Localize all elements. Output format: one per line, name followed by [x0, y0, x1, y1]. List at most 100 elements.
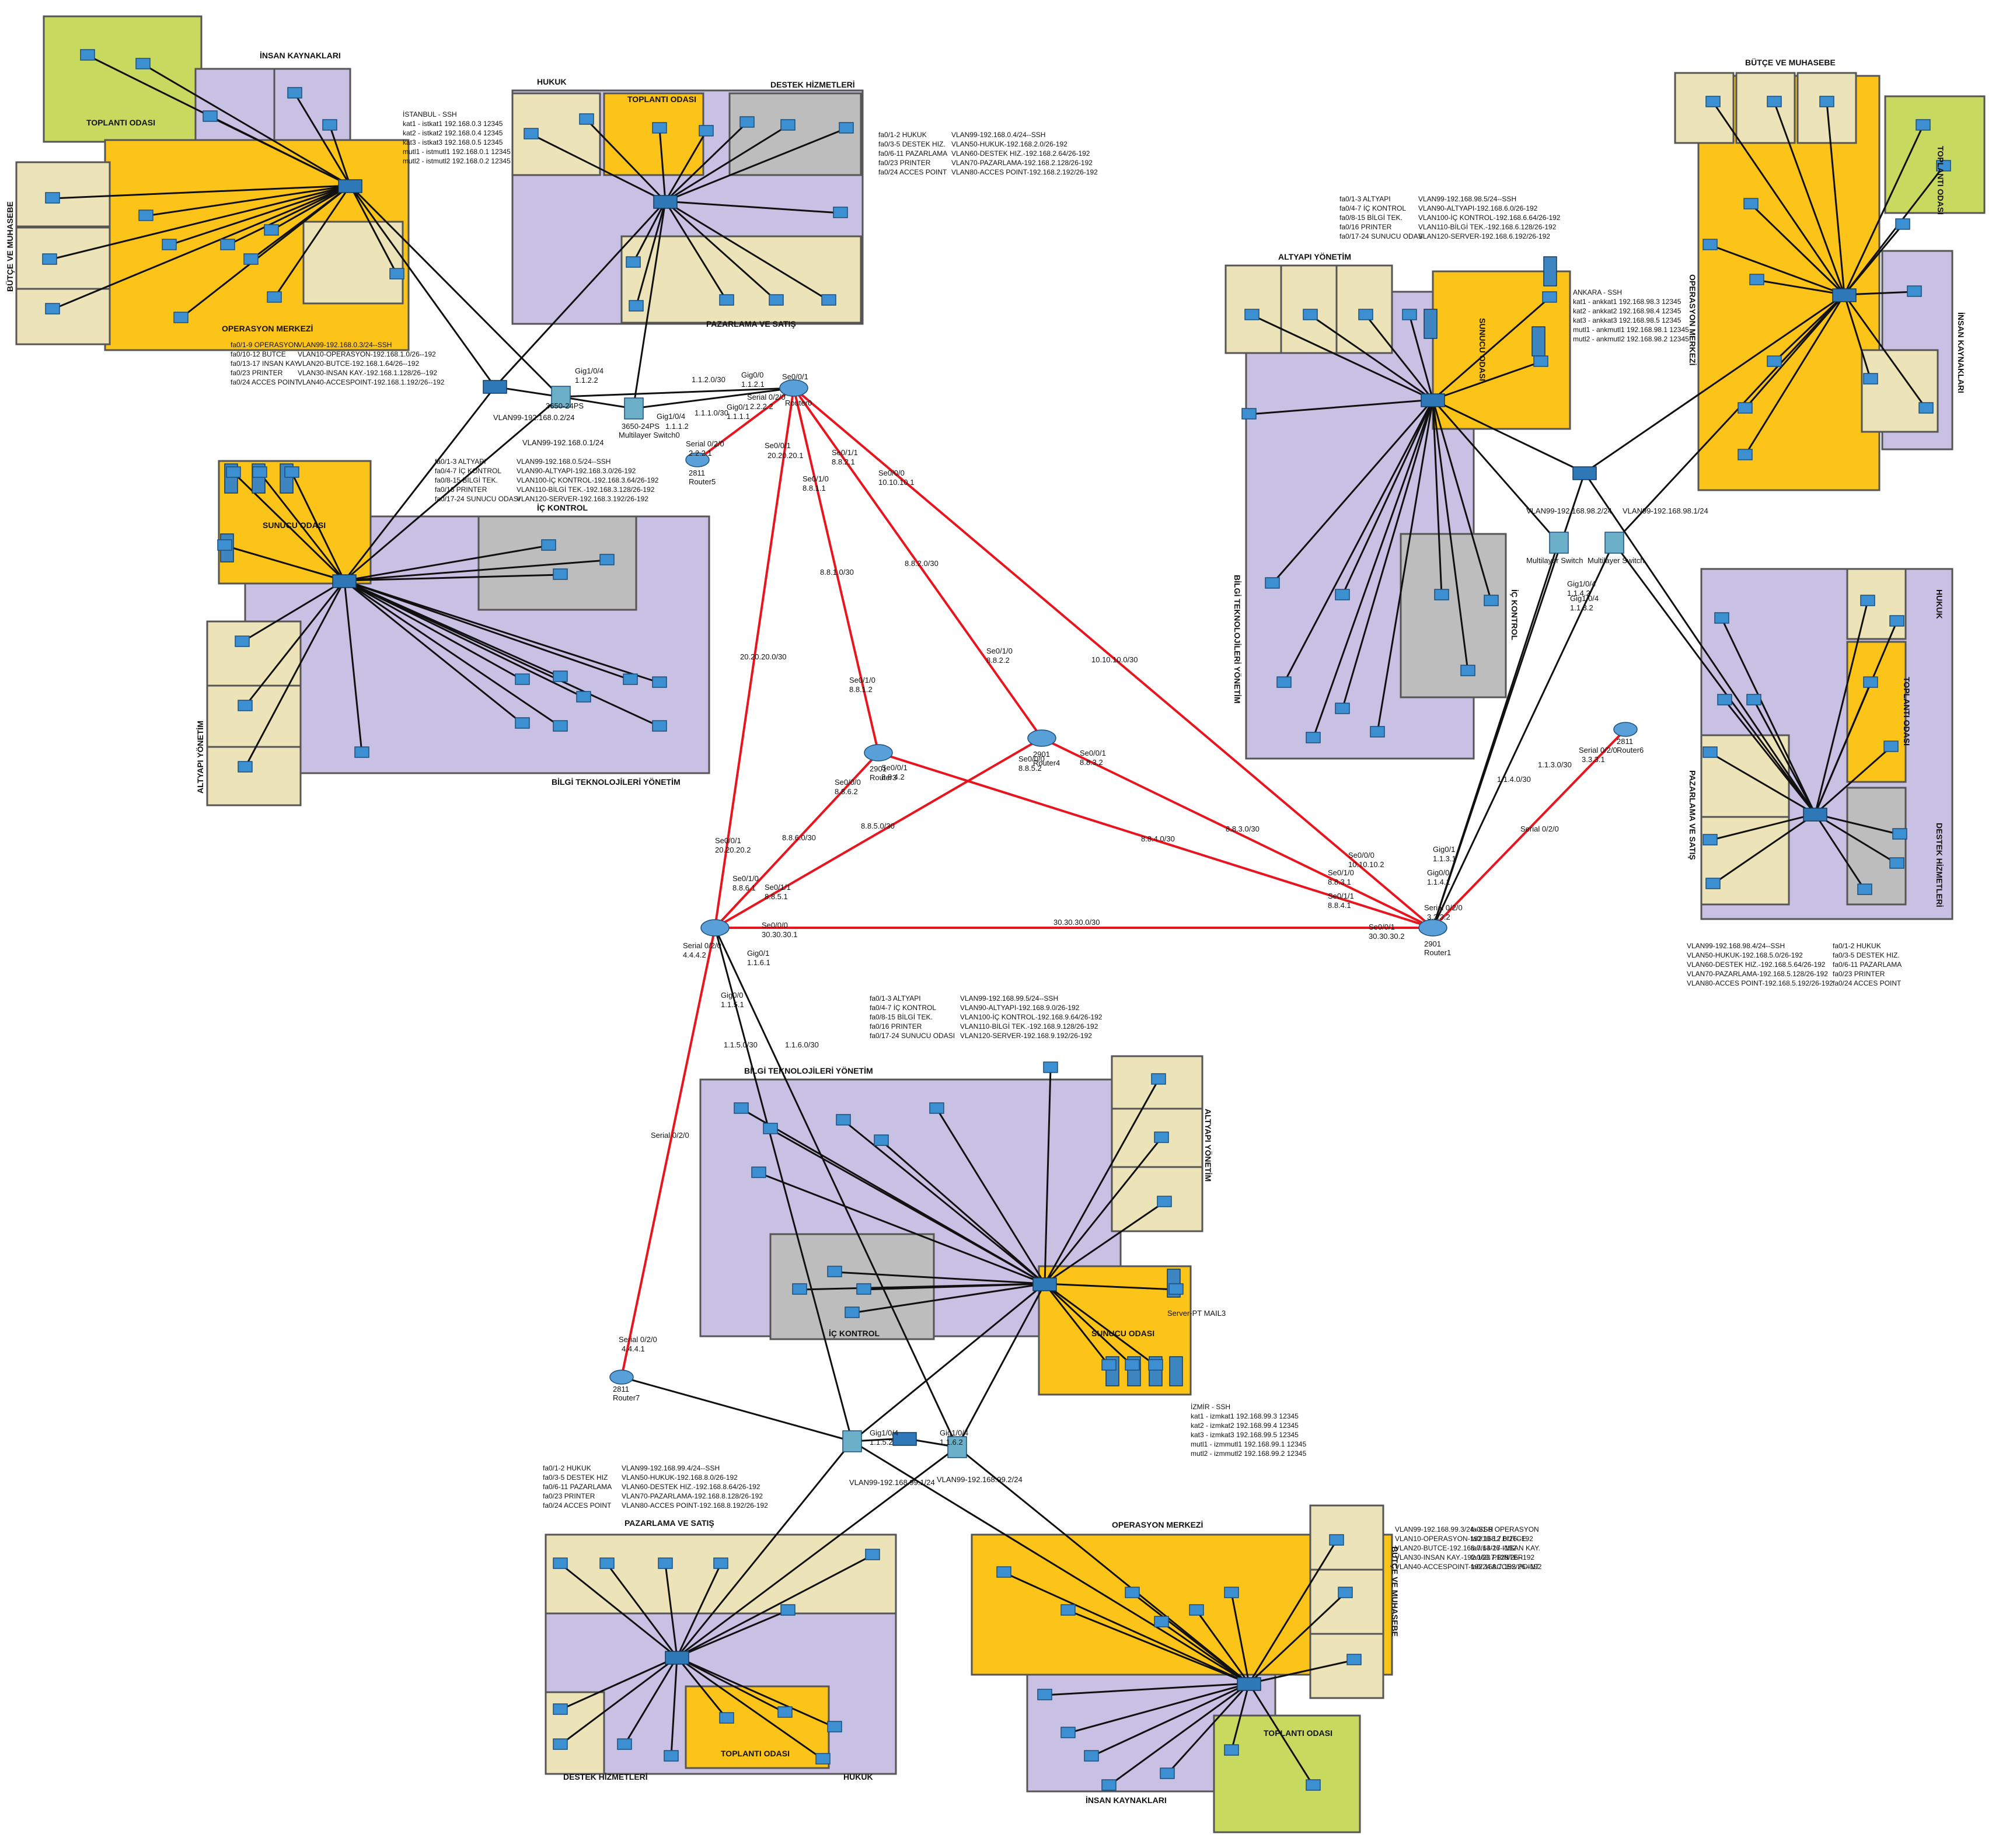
pc-icon[interactable] — [162, 239, 177, 250]
pc-icon[interactable] — [45, 303, 60, 315]
pc-icon[interactable] — [1358, 309, 1373, 320]
pc-icon[interactable] — [1714, 612, 1729, 624]
pc-icon[interactable] — [1883, 740, 1899, 752]
pc-icon[interactable] — [734, 1102, 749, 1114]
pc-icon[interactable] — [135, 58, 151, 69]
pc-icon[interactable] — [553, 670, 568, 682]
pc-icon[interactable] — [821, 294, 836, 306]
pc-icon[interactable] — [389, 268, 404, 280]
pc-icon[interactable] — [515, 673, 530, 685]
pc-icon[interactable] — [284, 466, 299, 478]
pc-icon[interactable] — [1306, 1779, 1321, 1791]
pc-icon[interactable] — [1060, 1604, 1076, 1616]
pc-icon[interactable] — [243, 253, 259, 265]
pc-icon[interactable] — [664, 1750, 679, 1762]
pc-icon[interactable] — [777, 1706, 793, 1718]
router3-icon[interactable] — [864, 744, 893, 761]
pc-icon[interactable] — [1749, 274, 1764, 285]
pc-icon[interactable] — [769, 294, 784, 306]
pc-icon[interactable] — [1705, 878, 1721, 889]
pc-icon[interactable] — [1125, 1359, 1140, 1371]
server-icon[interactable] — [1543, 256, 1557, 287]
router6-icon[interactable] — [1613, 722, 1638, 737]
pc-icon[interactable] — [1738, 402, 1753, 414]
pc-icon[interactable] — [1154, 1616, 1169, 1627]
pc-icon[interactable] — [865, 1549, 880, 1560]
pc-icon[interactable] — [1738, 449, 1753, 460]
pc-icon[interactable] — [1889, 615, 1904, 627]
pc-icon[interactable] — [1060, 1727, 1076, 1738]
pc-icon[interactable] — [553, 1738, 568, 1750]
pc-icon[interactable] — [652, 720, 667, 732]
router7-icon[interactable] — [609, 1370, 634, 1385]
pc-icon[interactable] — [780, 1604, 796, 1616]
istanbul-floor1-switch-icon[interactable] — [338, 179, 362, 193]
pc-icon[interactable] — [719, 294, 734, 306]
pc-icon[interactable] — [1303, 309, 1318, 320]
istanbul-switch-icon[interactable] — [483, 380, 507, 394]
pc-icon[interactable] — [1746, 694, 1761, 705]
pc-icon[interactable] — [1767, 96, 1782, 107]
pc-icon[interactable] — [267, 291, 282, 303]
pc-icon[interactable] — [1101, 1359, 1117, 1371]
pc-icon[interactable] — [599, 554, 615, 565]
pc-icon[interactable] — [1434, 589, 1449, 600]
pc-icon[interactable] — [1863, 373, 1878, 385]
pc-icon[interactable] — [553, 568, 568, 580]
pc-icon[interactable] — [713, 1557, 728, 1569]
pc-icon[interactable] — [515, 717, 530, 729]
router2-icon[interactable] — [700, 919, 730, 937]
pc-icon[interactable] — [553, 720, 568, 732]
pc-icon[interactable] — [1244, 309, 1260, 320]
pc-icon[interactable] — [751, 1166, 766, 1178]
pc-icon[interactable] — [1224, 1587, 1239, 1598]
istanbul-floor3-switch-icon[interactable] — [332, 574, 357, 588]
izmir-multilayer-switch-2-icon[interactable] — [947, 1436, 967, 1458]
pc-icon[interactable] — [1189, 1604, 1204, 1616]
ankara-multilayer-switch-2-icon[interactable] — [1604, 532, 1624, 554]
pc-icon[interactable] — [996, 1566, 1011, 1578]
pc-icon[interactable] — [1542, 291, 1557, 303]
pc-icon[interactable] — [1717, 694, 1732, 705]
pc-icon[interactable] — [1338, 1587, 1353, 1598]
istanbul-multilayer-switch-icon[interactable] — [551, 386, 571, 408]
pc-icon[interactable] — [1702, 834, 1718, 846]
pc-icon[interactable] — [322, 119, 337, 131]
pc-icon[interactable] — [1484, 595, 1499, 606]
izmir-floor3-switch-icon[interactable] — [1032, 1277, 1057, 1291]
router1-icon[interactable] — [1418, 919, 1447, 937]
ankara-floor3-switch-icon[interactable] — [1421, 393, 1445, 407]
pc-icon[interactable] — [287, 87, 302, 99]
pc-icon[interactable] — [827, 1721, 842, 1732]
pc-icon[interactable] — [874, 1134, 889, 1146]
pc-icon[interactable] — [623, 673, 638, 685]
pc-icon[interactable] — [652, 122, 667, 134]
pc-icon[interactable] — [1168, 1283, 1184, 1295]
pc-icon[interactable] — [524, 128, 539, 139]
pc-icon[interactable] — [1702, 239, 1718, 250]
pc-icon[interactable] — [652, 676, 667, 688]
pc-icon[interactable] — [658, 1557, 673, 1569]
pc-icon[interactable] — [617, 1738, 632, 1750]
pc-icon[interactable] — [553, 1557, 568, 1569]
pc-icon[interactable] — [80, 49, 95, 61]
server-icon[interactable] — [1169, 1356, 1183, 1386]
pc-icon[interactable] — [1329, 1534, 1344, 1546]
pc-icon[interactable] — [1460, 665, 1475, 676]
pc-icon[interactable] — [541, 539, 556, 551]
pc-icon[interactable] — [719, 1712, 734, 1724]
ankara-multilayer-switch-icon[interactable] — [1549, 532, 1569, 554]
pc-icon[interactable] — [45, 192, 60, 204]
pc-icon[interactable] — [1743, 198, 1759, 209]
ankara-floor2-switch-icon[interactable] — [1803, 808, 1827, 822]
pc-icon[interactable] — [1895, 218, 1910, 230]
pc-icon[interactable] — [173, 312, 189, 323]
pc-icon[interactable] — [553, 1703, 568, 1715]
pc-icon[interactable] — [203, 110, 218, 122]
pc-icon[interactable] — [1335, 703, 1350, 714]
pc-icon[interactable] — [1819, 96, 1834, 107]
pc-icon[interactable] — [579, 113, 594, 125]
pc-icon[interactable] — [238, 700, 253, 711]
pc-icon[interactable] — [1101, 1779, 1117, 1791]
pc-icon[interactable] — [1276, 676, 1292, 688]
